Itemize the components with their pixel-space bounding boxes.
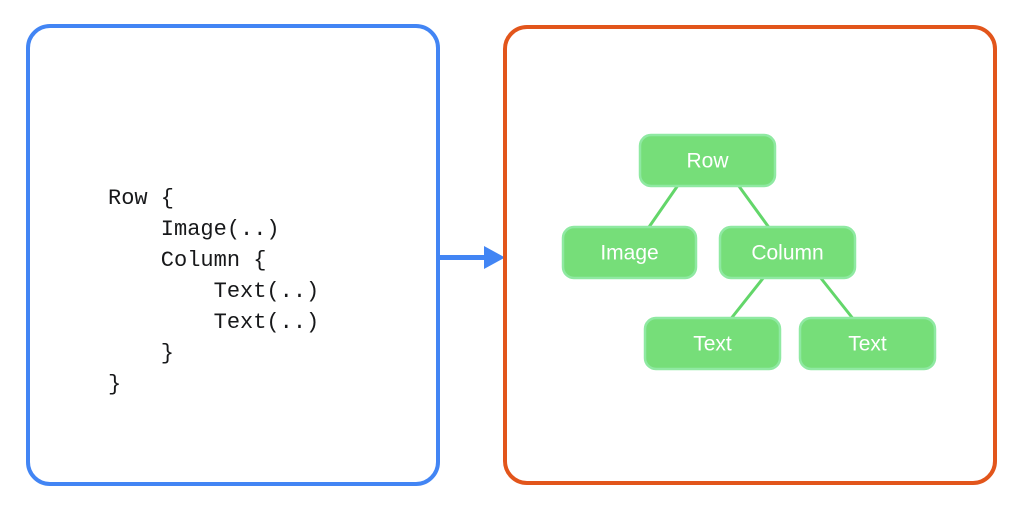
tree-node-column-box[interactable] xyxy=(718,225,857,280)
tree-node-text-2-label: Text xyxy=(848,333,887,356)
tree-node-text-1[interactable]: Text xyxy=(643,316,782,371)
arrow-head xyxy=(484,246,505,269)
tree-node-column-label: Column xyxy=(751,242,823,265)
tree-node-text-1-box[interactable] xyxy=(643,316,782,371)
tree-node-text-2[interactable]: Text xyxy=(798,316,937,371)
tree-node-image-label: Image xyxy=(600,242,658,265)
tree-node-column[interactable]: Column xyxy=(718,225,857,280)
tree-node-image[interactable]: Image xyxy=(561,225,698,280)
composable-code-panel: Row { Image(..) Column { Text(..) Text(.… xyxy=(26,24,440,486)
tree-node-image-box[interactable] xyxy=(561,225,698,280)
tree-node-text-2-box[interactable] xyxy=(798,316,937,371)
arrow-right-icon xyxy=(436,246,505,269)
tree-node-row-box[interactable] xyxy=(638,133,777,188)
tree-node-text-1-label: Text xyxy=(693,333,732,356)
tree-node-row[interactable]: Row xyxy=(638,133,777,188)
ui-tree-graph: Row Image Column Text Text xyxy=(561,133,937,371)
composable-code-text: Row { Image(..) Column { Text(..) Text(.… xyxy=(108,186,320,397)
tree-node-row-label: Row xyxy=(686,150,729,173)
